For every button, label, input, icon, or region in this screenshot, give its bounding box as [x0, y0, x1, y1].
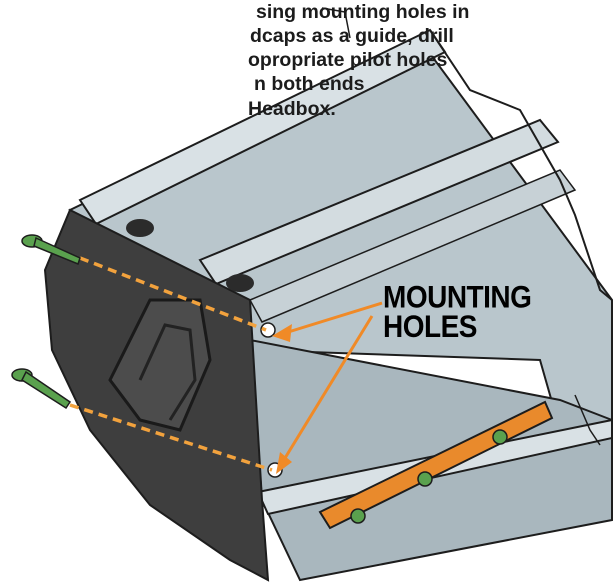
- instruction-line: sing mounting holes in: [256, 1, 470, 23]
- bracket-screw-2: [417, 471, 433, 487]
- instruction-line: n both ends: [254, 73, 365, 95]
- callout-line-2: HOLES: [383, 308, 477, 344]
- instruction-line: dcaps as a guide, drill: [250, 25, 454, 47]
- screw-upper: [21, 234, 81, 265]
- bracket-leader-line: [574, 394, 601, 446]
- callout-line-1: MOUNTING: [383, 279, 532, 315]
- mounting-holes-callout: MOUNTING HOLES: [383, 279, 532, 344]
- instruction-line: Headbox.: [248, 98, 336, 120]
- instruction-line: opropriate pilot holes: [248, 49, 448, 71]
- arrow-head-lower: [276, 452, 292, 474]
- arrow-shaft-lower: [280, 315, 374, 464]
- instruction-leader-line: [321, 7, 351, 39]
- break-line: [429, 29, 613, 301]
- dashed-guide-lower: [69, 403, 273, 472]
- dashed-guide-upper: [79, 256, 267, 332]
- arrow-head-upper: [272, 324, 292, 342]
- mid-rail: [198, 118, 560, 286]
- top-ear-1: [126, 219, 154, 237]
- mounting-hole-upper: [260, 322, 276, 338]
- endcap-clip-inner: [138, 323, 197, 421]
- top-ear-2: [226, 274, 254, 292]
- arrow-shaft-upper: [284, 301, 383, 335]
- screw-lower: [11, 368, 72, 410]
- bracket-screw-1: [350, 508, 366, 524]
- bracket-screw-3: [492, 429, 508, 445]
- inner-groove: [248, 169, 577, 323]
